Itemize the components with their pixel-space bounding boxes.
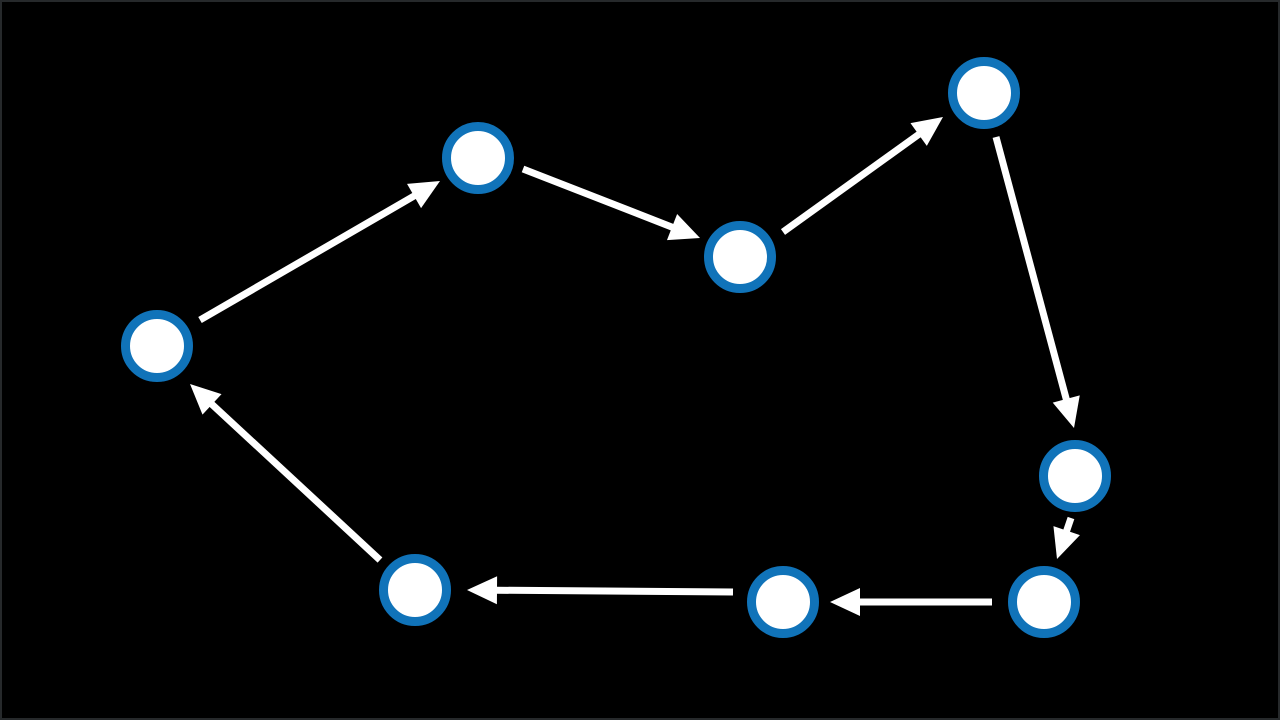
edge-shaft [521,165,676,232]
graph-node-n6 [1008,566,1080,638]
graph-node-n8 [379,554,451,626]
graph-edge-n4-n2 [198,181,440,324]
arrowhead-icon [1052,395,1080,428]
arrowhead-icon [190,384,222,415]
arrowhead-icon [407,181,440,209]
arrowhead-icon [830,588,860,616]
graph-node-n5 [1039,440,1111,512]
graph-node-n2 [442,122,514,194]
arrowhead-icon [666,214,700,241]
edge-shaft [494,586,734,596]
graph-node-n1 [948,57,1020,129]
edge-shaft [198,192,418,324]
graph-edge-n5-n6 [1053,516,1080,559]
edge-shaft [1062,516,1075,534]
edge-shaft [208,400,383,563]
graph-edge-n7-n8 [467,576,734,605]
edge-shaft [992,136,1071,402]
edge-shaft [780,130,923,235]
graph-node-n3 [704,221,776,293]
graph-edge-n8-n4 [190,384,383,563]
arrowhead-icon [1053,526,1080,559]
graph-edge-n2-n3 [521,165,700,241]
graph-node-n4 [121,310,193,382]
arrowhead-icon [910,117,943,146]
graph-edge-n6-n7 [830,588,992,616]
arrowhead-icon [467,576,498,605]
graph-edge-n3-n1 [780,117,943,235]
graph-edge-n1-n5 [992,136,1080,428]
graph-node-n7 [747,566,819,638]
